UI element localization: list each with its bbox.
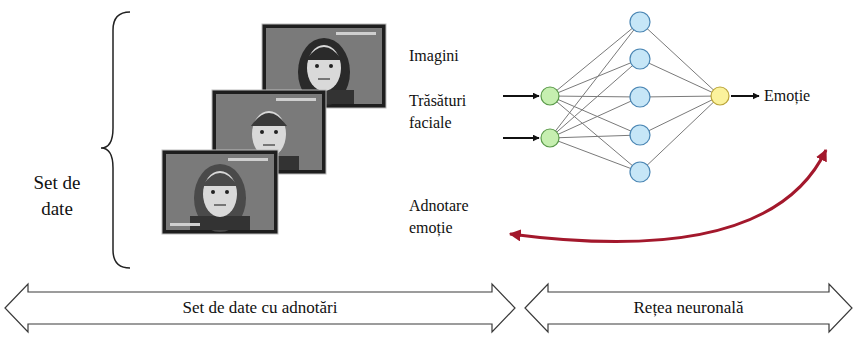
weight-line xyxy=(550,138,640,172)
hidden-neuron xyxy=(630,49,650,69)
weight-line xyxy=(550,96,640,172)
timestamp-bar xyxy=(336,32,376,35)
banner-shape xyxy=(525,284,852,332)
eye xyxy=(274,130,278,134)
banner-text-area: Rețea neuronală xyxy=(524,283,853,333)
label: Imagini xyxy=(409,45,499,67)
input-neuron xyxy=(541,129,559,147)
eye xyxy=(329,64,333,68)
photo-frame xyxy=(162,150,278,234)
eye xyxy=(225,190,229,194)
weight-line xyxy=(550,59,640,138)
eye xyxy=(260,130,264,134)
weight-line xyxy=(640,59,720,96)
timestamp-bar xyxy=(228,158,268,161)
weight-line xyxy=(550,135,640,138)
output-neuron xyxy=(711,87,729,105)
weight-line xyxy=(640,96,720,97)
label: Set de date xyxy=(18,170,96,221)
banner-text-area: Set de date cu adnotări xyxy=(4,283,516,333)
label: Emoție xyxy=(764,85,852,107)
mouth xyxy=(263,144,275,146)
weight-line xyxy=(640,96,720,172)
face-photo xyxy=(162,150,278,234)
banner-arrow: Set de date cu adnotări xyxy=(4,283,516,333)
neural-network xyxy=(541,12,729,182)
hidden-neuron xyxy=(630,162,650,182)
weight-line xyxy=(550,96,640,135)
input-arrow xyxy=(503,137,539,139)
hidden-neuron xyxy=(630,87,650,107)
eye xyxy=(315,64,319,68)
input-arrow xyxy=(503,95,539,97)
weight-line xyxy=(550,96,640,97)
weight-line xyxy=(550,22,640,96)
weight-line xyxy=(550,22,640,138)
banner-shape xyxy=(5,284,515,332)
weight-line xyxy=(640,22,720,96)
face xyxy=(203,171,237,217)
output-arrow xyxy=(731,95,759,97)
label: Trăsături faciale xyxy=(409,90,493,133)
face-photos xyxy=(162,24,386,234)
curly-brace xyxy=(101,12,130,268)
label: Adnotare emoție xyxy=(409,195,493,238)
timestamp-bar xyxy=(170,223,200,226)
banner-arrow: Rețea neuronală xyxy=(524,283,853,333)
hidden-neuron xyxy=(630,125,650,145)
eye xyxy=(211,190,215,194)
face xyxy=(307,45,341,91)
weight-line xyxy=(640,96,720,135)
banner-label: Set de date cu adnotări xyxy=(183,298,338,318)
hair-top xyxy=(202,173,238,186)
mouth xyxy=(214,204,226,206)
weight-line xyxy=(550,97,640,138)
feedback-arrow xyxy=(510,150,826,242)
hair-top xyxy=(306,47,342,60)
hair-top xyxy=(251,113,287,126)
mouth xyxy=(318,78,330,80)
hidden-neuron xyxy=(630,12,650,32)
input-neuron xyxy=(541,87,559,105)
weight-line xyxy=(550,59,640,96)
timestamp-bar xyxy=(276,98,316,101)
banner-label: Rețea neuronală xyxy=(634,298,744,318)
